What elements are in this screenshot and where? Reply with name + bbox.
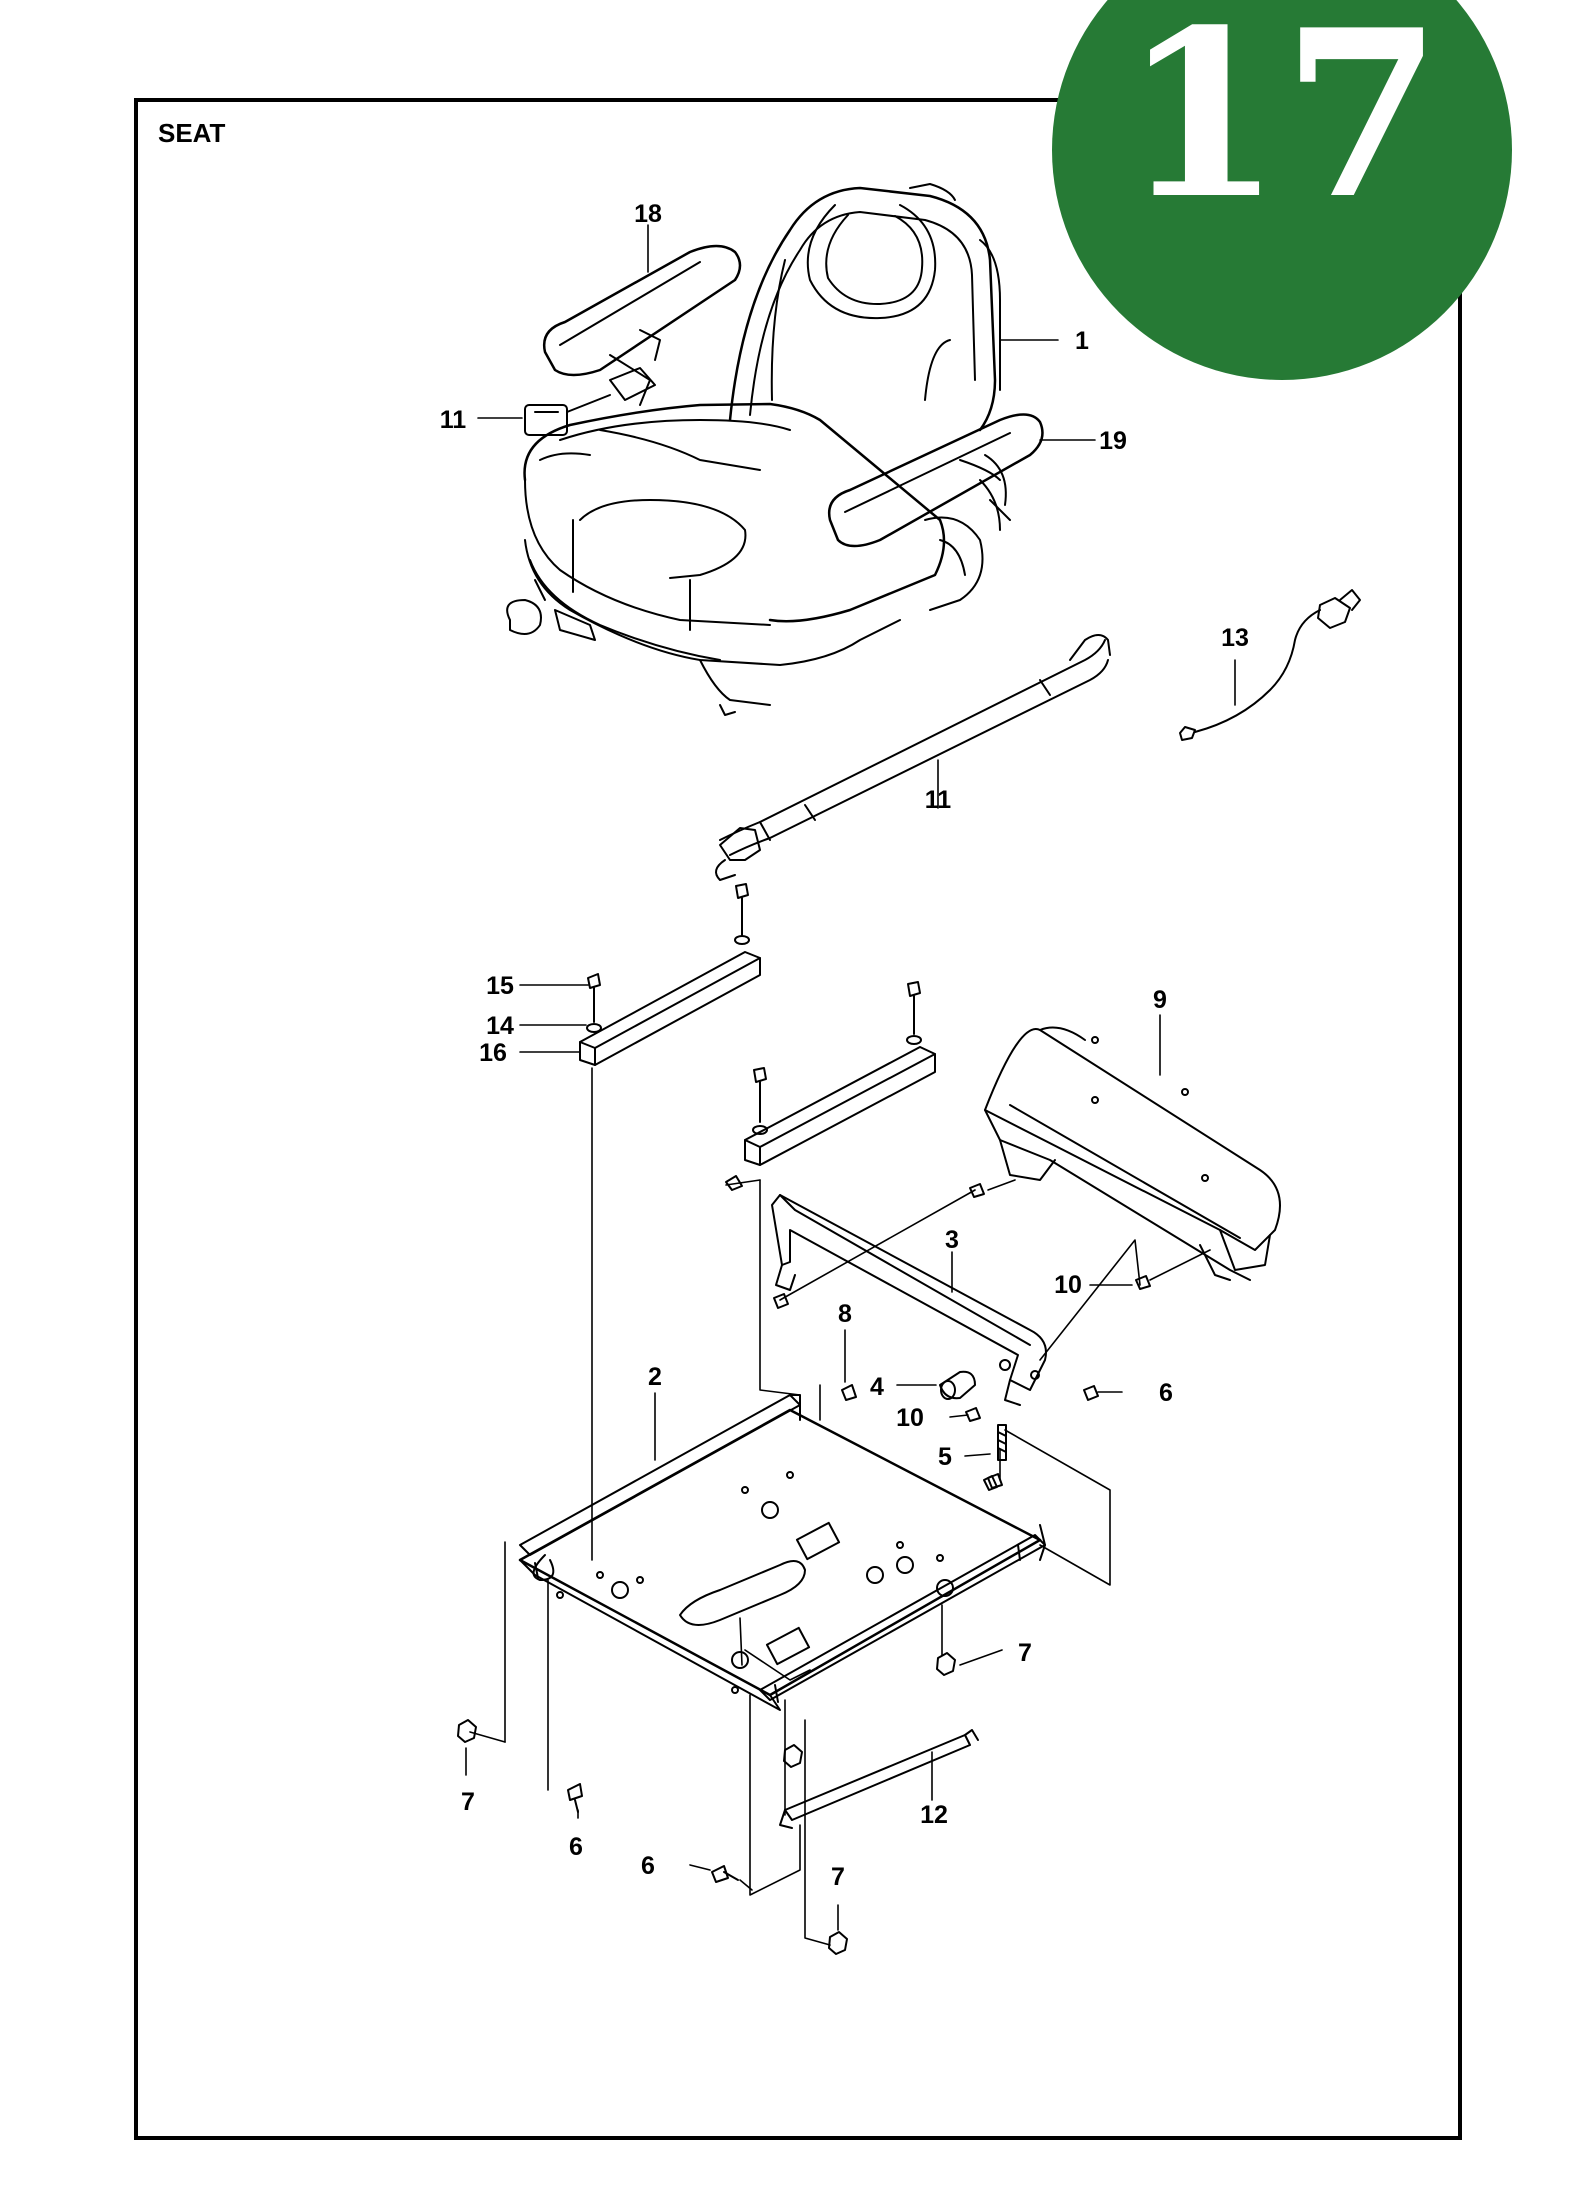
- callout-12: 12: [920, 1801, 948, 1829]
- callout-19: 19: [1099, 427, 1127, 455]
- small-parts-illustration: [841, 1370, 1007, 1489]
- pivot-bracket-illustration: [725, 1175, 1151, 1422]
- callout-18: 18: [634, 200, 662, 228]
- section-number: 17: [1121, 0, 1443, 250]
- spacer-tubes-illustration: [579, 883, 936, 1166]
- callout-7-bottom: 7: [831, 1863, 845, 1891]
- seat-illustration: [506, 183, 1044, 716]
- callout-7-left: 7: [461, 1788, 475, 1816]
- callout-13: 13: [1221, 624, 1249, 652]
- diagram-frame: [134, 98, 1462, 2140]
- seat-cover-plate-illustration: [984, 1026, 1281, 1281]
- page-title: SEAT: [158, 118, 226, 148]
- seat-belt-illustration: [715, 634, 1111, 881]
- section-badge: [1052, 0, 1512, 380]
- callout-16: 16: [479, 1039, 507, 1067]
- fasteners-illustration: [457, 1475, 998, 1955]
- support-rod-illustration: [779, 1729, 979, 1829]
- callout-6-bracket: 6: [1159, 1379, 1173, 1407]
- callout-15: 15: [486, 972, 514, 1000]
- callout-14: 14: [486, 1012, 514, 1040]
- callout-labels: 18 1 11 19 13 11 15 14 16 9 3 10 8 4 6 2…: [440, 200, 1249, 1891]
- leader-lines: [465, 224, 1236, 1946]
- wire-harness-illustration: [1179, 589, 1361, 741]
- callout-10-upper: 10: [1054, 1271, 1082, 1299]
- callout-10-lower: 10: [896, 1404, 924, 1432]
- callout-9: 9: [1153, 986, 1167, 1014]
- seat-pan-illustration: [518, 1394, 1046, 1711]
- callout-6-left: 6: [569, 1833, 583, 1861]
- callout-1: 1: [1075, 327, 1089, 355]
- callout-8: 8: [838, 1300, 852, 1328]
- callout-3: 3: [945, 1226, 959, 1254]
- callout-6-bottom: 6: [641, 1852, 655, 1880]
- callout-5: 5: [938, 1443, 952, 1471]
- callout-11-belt: 11: [925, 786, 952, 814]
- callout-7-right: 7: [1018, 1639, 1032, 1667]
- callout-2: 2: [648, 1363, 662, 1391]
- callout-4: 4: [870, 1373, 884, 1401]
- callout-11-buckle: 11: [440, 406, 467, 434]
